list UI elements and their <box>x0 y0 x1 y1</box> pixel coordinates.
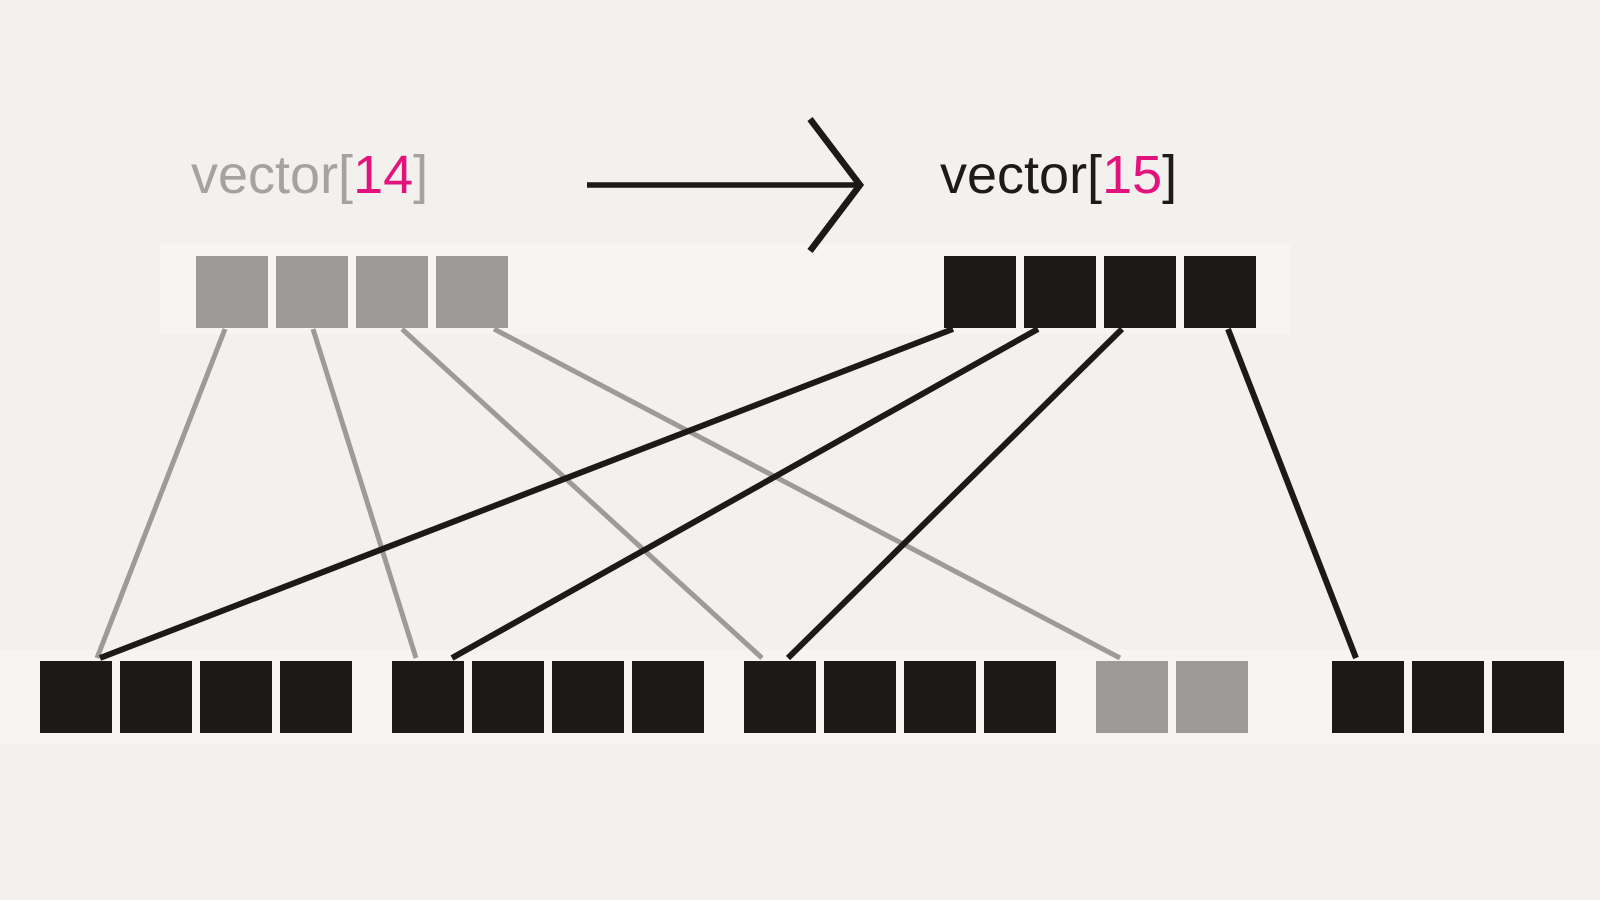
bottom-block-4-cell <box>1176 661 1248 733</box>
connection-line-gray <box>94 328 228 659</box>
target-vector-label: vector[15] <box>940 148 1177 202</box>
source-label-suffix: ] <box>413 145 429 205</box>
vector15-cells-cell <box>1104 256 1176 328</box>
vector15-cells-cell <box>944 256 1016 328</box>
source-label-prefix: vector[ <box>191 145 354 205</box>
connection-line-black <box>98 326 955 661</box>
target-label-prefix: vector[ <box>940 145 1103 205</box>
bottom-block-2-cell <box>632 661 704 733</box>
bottom-block-5-cell <box>1332 661 1404 733</box>
vector14-cells-cell <box>436 256 508 328</box>
source-label-index: 14 <box>353 145 414 205</box>
bottom-block-3-cell <box>744 661 816 733</box>
vector14-cells-cell <box>276 256 348 328</box>
bottom-block-2-cell <box>392 661 464 733</box>
vector15-cells-cell <box>1184 256 1256 328</box>
target-label-suffix: ] <box>1162 145 1178 205</box>
vector14-cells-cell <box>196 256 268 328</box>
vector14-cells-cell <box>356 256 428 328</box>
row-highlight-band <box>160 244 1290 334</box>
bottom-block-3-cell <box>904 661 976 733</box>
source-vector-label: vector[14] <box>191 148 428 202</box>
bottom-block-1-cell <box>200 661 272 733</box>
connection-line-black <box>450 326 1040 661</box>
connection-line-black <box>785 326 1125 661</box>
bottom-block-2-cell <box>552 661 624 733</box>
bottom-block-1-cell <box>280 661 352 733</box>
bottom-block-1-cell <box>120 661 192 733</box>
connection-line-black <box>1225 327 1359 660</box>
vector15-cells-cell <box>1024 256 1096 328</box>
bottom-block-4-cell <box>1096 661 1168 733</box>
arrow-head-icon <box>807 117 865 253</box>
bottom-block-3-cell <box>984 661 1056 733</box>
connection-line-gray <box>310 328 419 659</box>
connection-line-gray <box>400 327 764 660</box>
bottom-block-3-cell <box>824 661 896 733</box>
bottom-block-1-cell <box>40 661 112 733</box>
bottom-block-5-cell <box>1492 661 1564 733</box>
bottom-block-2-cell <box>472 661 544 733</box>
bottom-block-5-cell <box>1412 661 1484 733</box>
target-label-index: 15 <box>1102 145 1163 205</box>
connection-line-gray <box>492 326 1122 661</box>
